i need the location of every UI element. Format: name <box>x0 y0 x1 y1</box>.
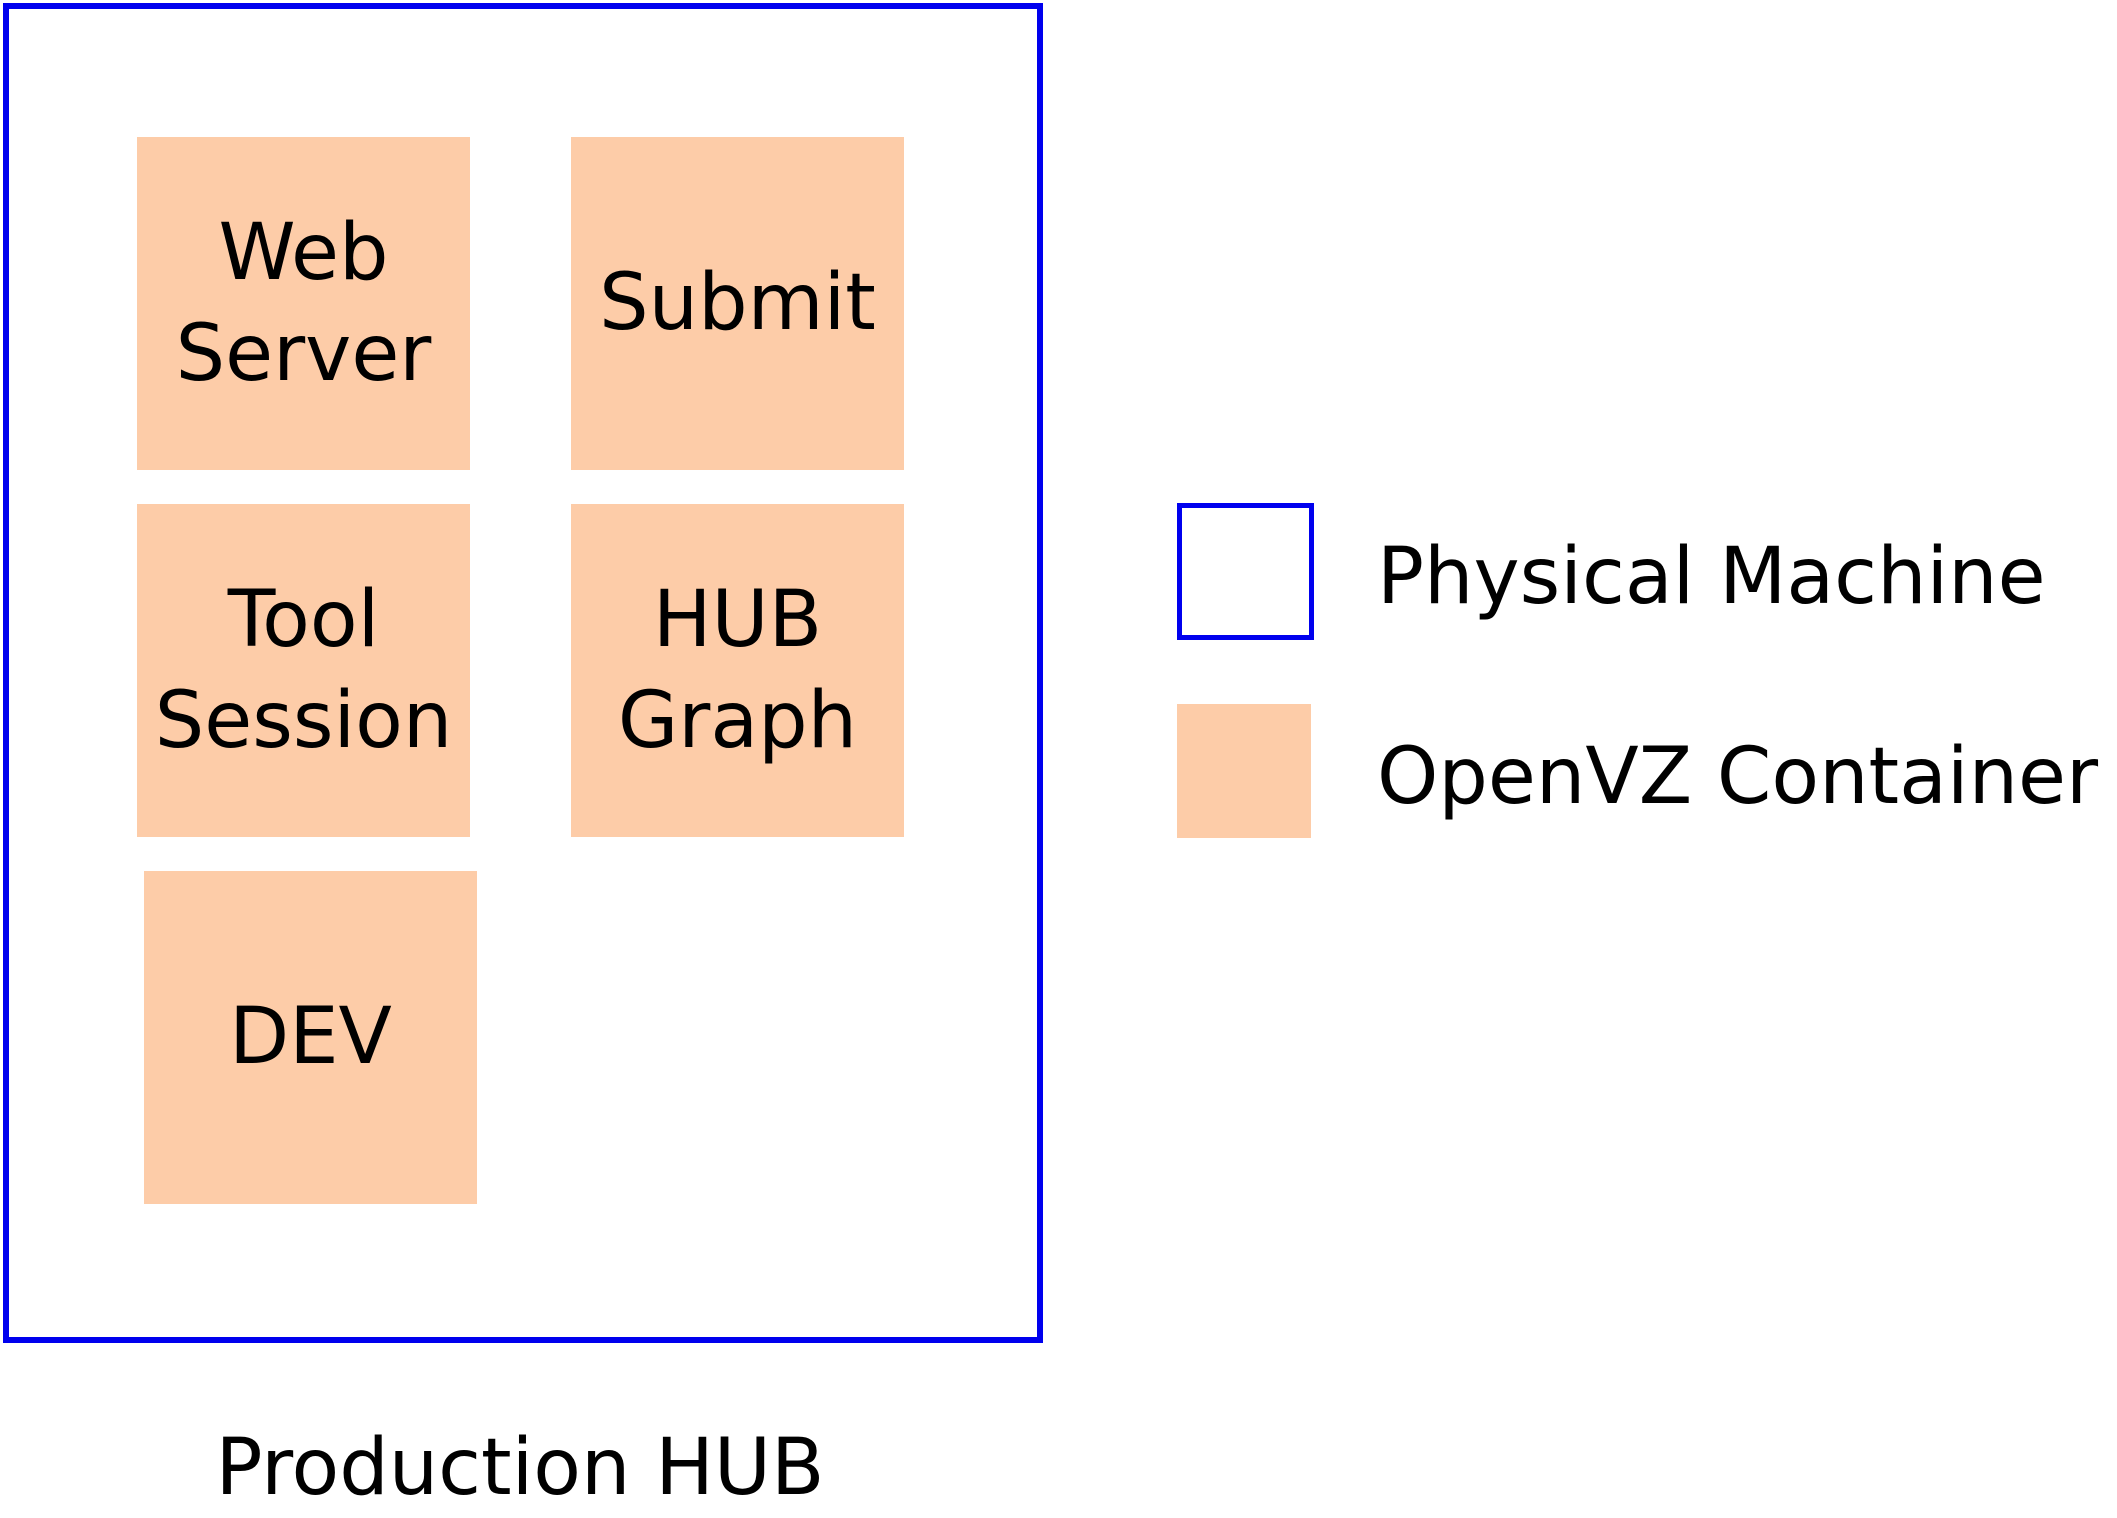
container-label: DEV <box>229 992 392 1082</box>
legend-swatch-physical-machine <box>1177 503 1314 640</box>
container-web-server: Web Server <box>137 137 470 470</box>
legend-label-physical-machine: Physical Machine <box>1377 532 2046 622</box>
container-dev: DEV <box>144 871 477 1204</box>
container-label: Tool Session <box>154 574 453 766</box>
legend-swatch-openvz-container <box>1177 704 1311 838</box>
container-submit: Submit <box>571 137 904 470</box>
legend-label-openvz-container: OpenVZ Container <box>1377 732 2099 822</box>
physical-machine-caption: Production HUB <box>215 1423 825 1513</box>
container-hub-graph: HUB Graph <box>571 504 904 837</box>
container-label: HUB Graph <box>617 574 858 766</box>
container-tool-session: Tool Session <box>137 504 470 837</box>
container-label: Submit <box>599 258 876 348</box>
container-label: Web Server <box>175 207 432 399</box>
